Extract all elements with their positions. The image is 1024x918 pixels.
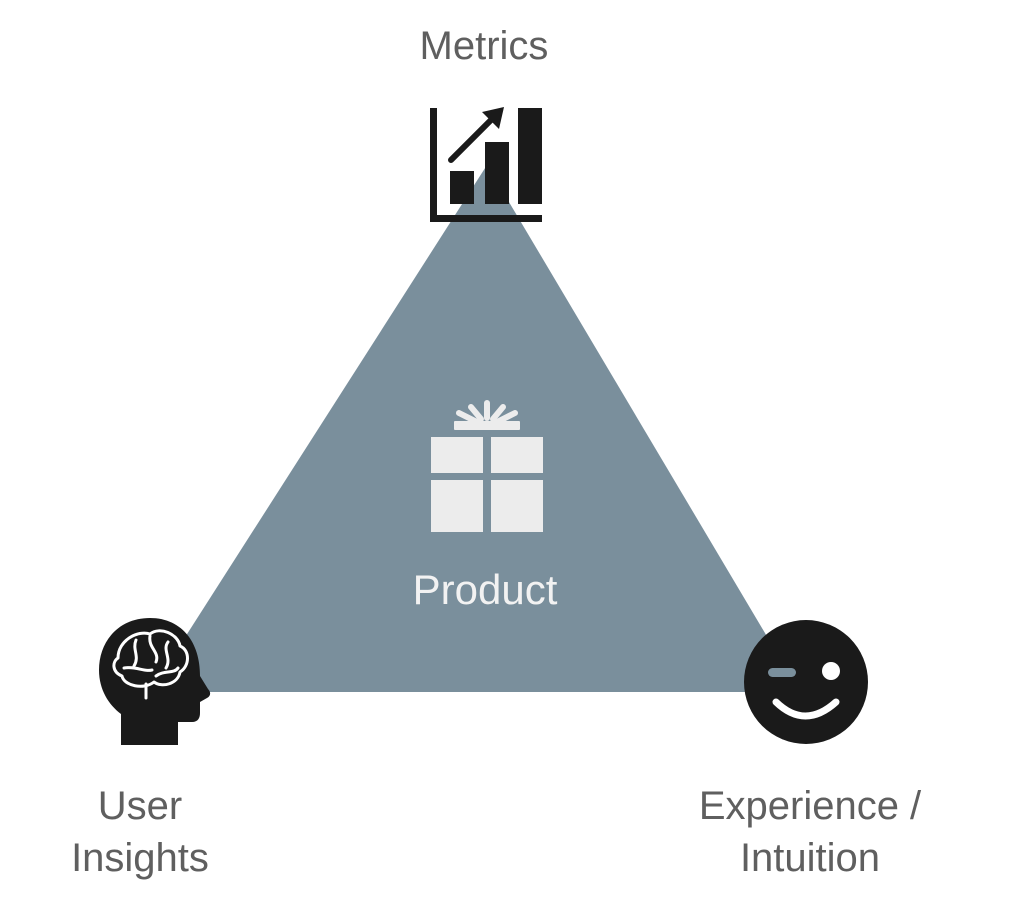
user-insights-label-line-2: Insights bbox=[71, 836, 209, 880]
experience-intuition-label-line-1: Experience / bbox=[698, 784, 922, 828]
user-insights-label-line-1: User bbox=[97, 784, 183, 828]
metrics-label-line-1: Metrics bbox=[419, 24, 549, 68]
winking-face-icon bbox=[744, 620, 868, 744]
bar-chart-growth-icon bbox=[430, 107, 542, 222]
user-insights-label: User Insights bbox=[30, 780, 250, 884]
experience-intuition-label: Experience / Intuition bbox=[660, 780, 960, 884]
product-label: Product bbox=[412, 566, 558, 613]
experience-intuition-label-line-2: Intuition bbox=[739, 836, 881, 880]
metrics-label: Metrics bbox=[384, 20, 584, 72]
gift-box-icon bbox=[431, 400, 543, 532]
head-brain-icon bbox=[99, 618, 211, 745]
